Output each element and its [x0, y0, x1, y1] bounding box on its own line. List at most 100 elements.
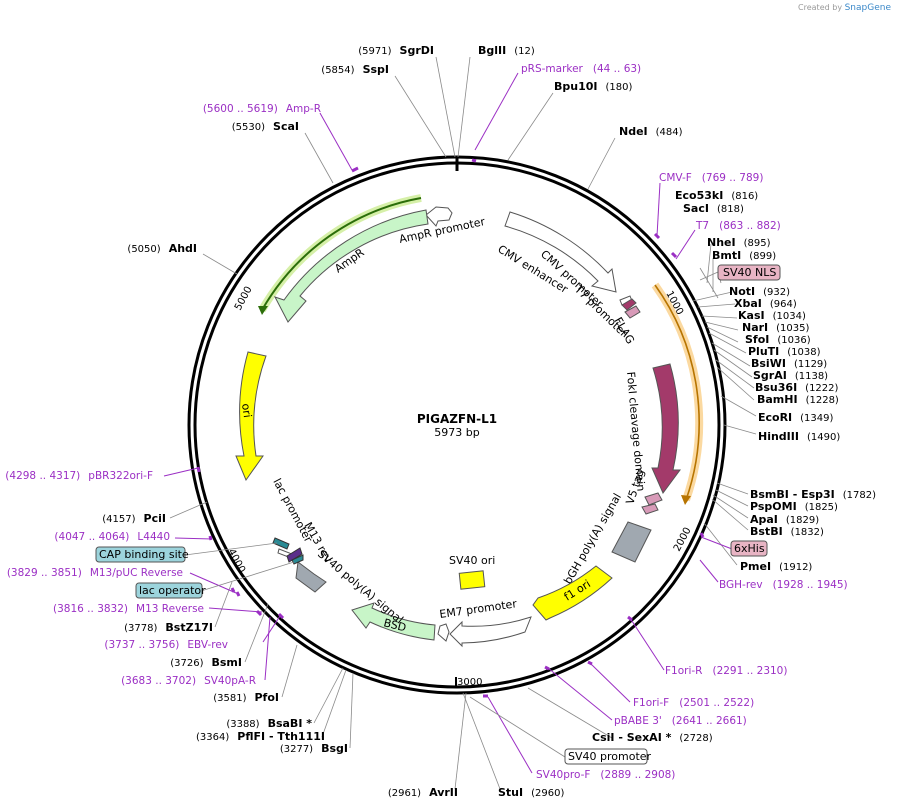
insert-highlight-line	[654, 284, 700, 501]
primer-f1ori-f[interactable]: F1ori-F(2501 .. 2522)	[633, 697, 754, 709]
plasmid-length: 5973 bp	[434, 426, 479, 439]
tick-3000: 3000	[457, 677, 482, 688]
site-ecori[interactable]: EcoRI(1349)	[758, 411, 834, 424]
primer-amp-r[interactable]: (5600 .. 5619)Amp-R	[203, 103, 321, 115]
insert-highlight-arrowhead	[681, 495, 691, 505]
site-ndei[interactable]: NdeI(484)	[619, 125, 683, 138]
site-pflfi[interactable]: (3364)PflFI - Tth111I	[196, 730, 325, 743]
sv40-ori-label: SV40 ori	[449, 554, 495, 567]
snapgene-logo-text: SnapGene	[844, 3, 891, 13]
site-sfoi[interactable]: SfoI(1036)	[745, 333, 811, 346]
site-ahdi[interactable]: (5050)AhdI	[127, 242, 197, 255]
primer-m13-puc-reverse[interactable]: (3829 .. 3851)M13/pUC Reverse	[7, 567, 183, 579]
sv40-promoter-box	[564, 748, 648, 765]
site-avrii[interactable]: (2961)AvrII	[388, 786, 458, 799]
ori-arrow	[235, 351, 267, 482]
sv40-promoter-label: SV40 promoter	[568, 750, 652, 763]
site-pmei[interactable]: PmeI(1912)	[740, 560, 812, 573]
site-nari[interactable]: NarI(1035)	[742, 321, 810, 334]
sv40-promoter-arrow	[437, 623, 450, 642]
site-noti[interactable]: NotI(932)	[729, 285, 790, 298]
lac-operator-tag[interactable]: lac operator	[135, 561, 295, 599]
tick-2000: 2000	[672, 526, 694, 554]
sv40-nls-tag[interactable]: SV40 NLS	[699, 264, 781, 281]
site-hindiii[interactable]: HindIII(1490)	[758, 430, 840, 443]
site-pcii[interactable]: (4157)PciI	[102, 512, 166, 525]
tick-4000: 4000	[225, 547, 247, 575]
site-bsu36i[interactable]: Bsu36I(1222)	[755, 381, 839, 394]
site-eco53ki[interactable]: Eco53kI(816)	[675, 189, 758, 202]
cap-site-label-box	[95, 546, 186, 563]
lac-operator-label: lac operator	[139, 584, 206, 597]
bsd-label: BSD	[382, 616, 407, 634]
site-pfoi[interactable]: (3581)PfoI	[213, 691, 279, 704]
his6-box	[730, 540, 768, 557]
site-scai[interactable]: (5530)ScaI	[232, 120, 299, 133]
primer-marks	[196, 158, 705, 698]
f1-ori-arrow	[532, 565, 613, 621]
bgh-arrow	[611, 521, 652, 563]
site-stui[interactable]: StuI(2960)	[498, 786, 564, 799]
primer-bgh-rev[interactable]: BGH-rev(1928 .. 1945)	[719, 579, 848, 591]
tick-5000: 5000	[233, 285, 255, 313]
site-sgrai[interactable]: SgrAI(1138)	[753, 369, 828, 382]
bsd-arrow	[351, 602, 436, 641]
site-bstz17i[interactable]: (3778)BstZ17I	[124, 621, 213, 634]
site-pluti[interactable]: PluTI(1038)	[748, 345, 821, 358]
snapgene-credit: Created by SnapGene	[798, 3, 891, 13]
foki-arrow	[651, 363, 681, 494]
sv40-polya-arrow	[295, 561, 327, 593]
ampr-highlight-arrowhead	[258, 306, 268, 315]
sv40-nls-box	[717, 264, 781, 281]
site-csii[interactable]: CsiI - SexAI *(2728)	[592, 731, 713, 744]
site-sgrdi[interactable]: (5971)SgrDI	[358, 44, 434, 57]
site-saci[interactable]: SacI(818)	[683, 202, 744, 215]
lac-operator-label-box	[135, 582, 203, 599]
site-apai[interactable]: ApaI(1829)	[750, 513, 819, 526]
em7-arrow	[449, 616, 532, 648]
primer-m13-reverse[interactable]: (3816 .. 3832)M13 Reverse	[53, 603, 204, 615]
cap-site-box	[272, 537, 290, 550]
primer-connectors	[163, 72, 733, 774]
primer-cmv-f[interactable]: CMV-F(769 .. 789)	[659, 172, 763, 184]
primer-l4440[interactable]: (4047 .. 4064)L4440	[54, 531, 170, 543]
flag-arrow	[621, 298, 637, 311]
primer-prs-marker[interactable]: pRS-marker(44 .. 63)	[521, 63, 641, 75]
primer-f1ori-r[interactable]: F1ori-R(2291 .. 2310)	[665, 665, 787, 677]
site-bsiwi[interactable]: BsiWI(1129)	[751, 357, 827, 370]
site-pspomi[interactable]: PspOMI(1825)	[750, 500, 838, 513]
primer-pbabe-3[interactable]: pBABE 3'(2641 .. 2661)	[614, 715, 747, 727]
ampr-arrow	[273, 209, 429, 323]
primer-pbr322ori-f[interactable]: (4298 .. 4317)pBR322ori-F	[5, 470, 153, 482]
lac-operator-box	[291, 554, 304, 565]
credit-prefix: Created by	[798, 3, 843, 12]
his6-tag[interactable]: 6xHis	[730, 540, 768, 557]
ampr-highlight-line	[261, 197, 422, 311]
primer-ebv-rev[interactable]: (3737 .. 3756)EBV-rev	[104, 639, 228, 651]
nls-arrow	[624, 305, 641, 319]
primer-sv40pa-r[interactable]: (3683 .. 3702)SV40pA-R	[121, 675, 256, 687]
primer-sv40pro-f[interactable]: SV40pro-F(2889 .. 2908)	[536, 769, 675, 781]
v5-arrow	[644, 492, 663, 506]
site-nhei[interactable]: NheI(895)	[707, 236, 771, 249]
cap-site-tag[interactable]: CAP binding site	[95, 542, 278, 563]
site-bstbi[interactable]: BstBI(1832)	[750, 525, 824, 538]
site-kasi[interactable]: KasI(1034)	[738, 309, 806, 322]
sv40-ori-box	[458, 570, 486, 590]
sv40-promoter-tag[interactable]: SV40 promoter	[469, 696, 652, 765]
primer-t7[interactable]: T7(863 .. 882)	[695, 220, 781, 232]
site-bpu10i[interactable]: Bpu10I(180)	[554, 80, 632, 93]
site-bsabi[interactable]: (3388)BsaBI *	[226, 717, 312, 730]
site-bamhi[interactable]: BamHI(1228)	[757, 393, 839, 406]
site-sspi[interactable]: (5854)SspI	[321, 63, 389, 76]
site-connectors	[169, 56, 757, 790]
site-xbai[interactable]: XbaI(964)	[734, 297, 797, 310]
site-bglii[interactable]: BglII(12)	[478, 44, 535, 57]
site-bsmbi[interactable]: BsmBI - Esp3I(1782)	[750, 488, 876, 501]
site-bmti[interactable]: BmtI(899)	[712, 249, 776, 262]
sv40-nls-label: SV40 NLS	[723, 266, 776, 279]
site-bsmi[interactable]: (3726)BsmI	[170, 656, 242, 669]
his-arrow	[641, 503, 659, 515]
site-bsgi[interactable]: (3277)BsgI	[280, 742, 348, 755]
